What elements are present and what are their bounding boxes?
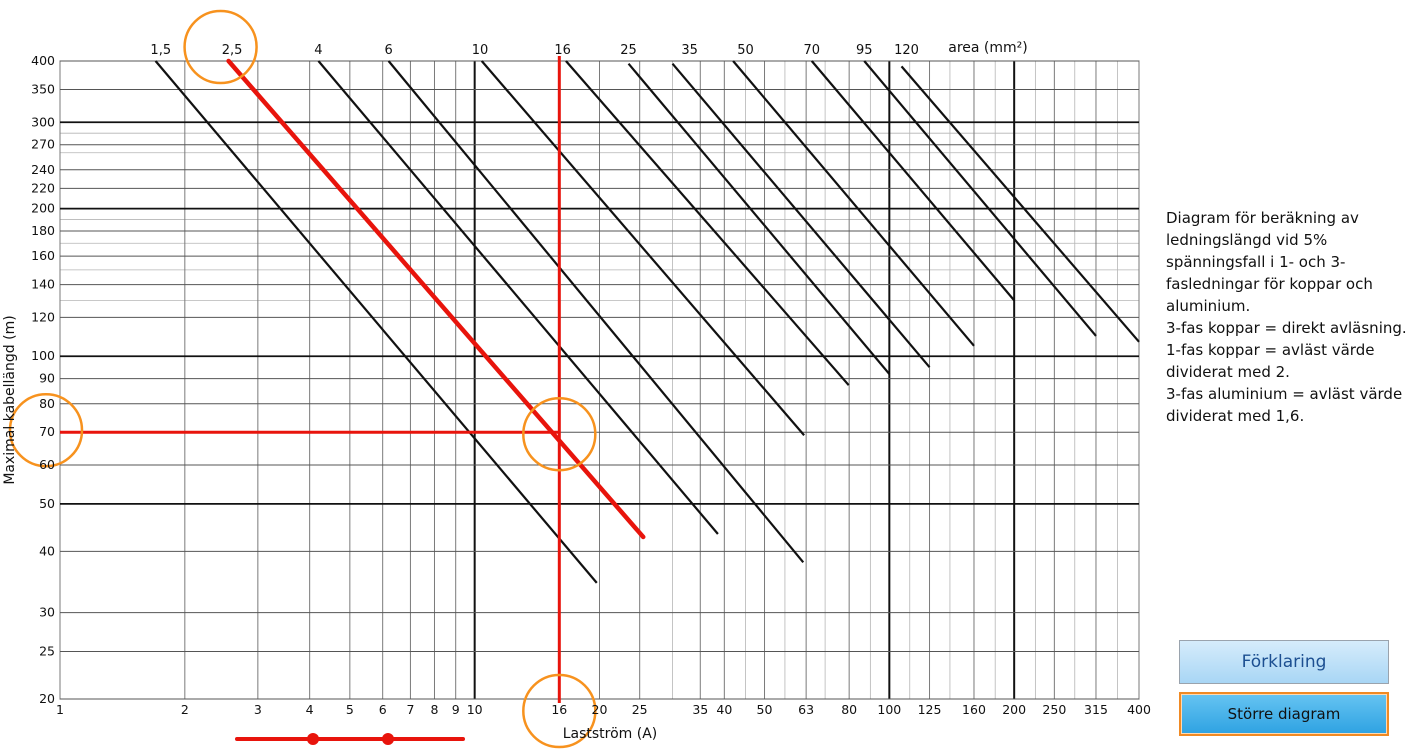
y-tick-label: 350 <box>31 81 55 96</box>
highlight-lines <box>60 56 646 703</box>
x-tick-label: 63 <box>798 702 814 717</box>
area-label: 6 <box>384 43 392 58</box>
highlight-marker-circle <box>183 9 258 85</box>
series-line <box>863 60 1097 337</box>
description-line: 3-fas aluminium = avläst värde dividerat… <box>1166 385 1403 425</box>
x-tick-label: 8 <box>431 702 439 717</box>
larger-diagram-button[interactable]: Större diagram <box>1179 692 1389 736</box>
area-label: 25 <box>620 43 637 58</box>
x-tick-label: 6 <box>379 702 387 717</box>
x-tick-label: 10 <box>467 702 483 717</box>
series-line <box>900 65 1140 343</box>
area-label: 95 <box>856 43 873 58</box>
grid-lines <box>59 60 1140 700</box>
x-tick-label: 100 <box>877 702 901 717</box>
highlight-marker-circle <box>522 673 597 749</box>
y-tick-label: 140 <box>31 277 55 292</box>
x-tick-label: 25 <box>632 702 648 717</box>
explain-button-label: Förklaring <box>1241 652 1327 672</box>
highlight-marker-circle <box>8 392 84 468</box>
series-line <box>317 60 719 535</box>
y-tick-label: 20 <box>39 691 55 706</box>
explain-button[interactable]: Förklaring <box>1179 640 1389 684</box>
series-line <box>387 60 805 564</box>
x-tick-label: 250 <box>1042 702 1066 717</box>
description-line: Diagram för beräkning av ledningslängd v… <box>1166 209 1373 315</box>
slider-handle[interactable] <box>382 733 394 745</box>
y-tick-label: 200 <box>31 201 55 216</box>
x-tick-label: 2 <box>181 702 189 717</box>
area-label: 70 <box>803 43 820 58</box>
x-tick-label: 7 <box>406 702 414 717</box>
description-line: 3-fas koppar = direkt avläsning. <box>1166 319 1407 337</box>
slider-handle[interactable] <box>307 733 319 745</box>
x-tick-label: 16 <box>551 702 567 717</box>
x-tick-label: 50 <box>757 702 773 717</box>
area-label: 16 <box>554 43 571 58</box>
series-line <box>480 60 805 436</box>
series-line <box>627 62 891 375</box>
description-line: 1-fas koppar = avläst värde dividerat me… <box>1166 341 1375 381</box>
y-tick-label: 80 <box>39 396 55 411</box>
y-tick-label: 400 <box>31 53 55 68</box>
series-line <box>732 60 975 347</box>
x-tick-label: 1 <box>56 702 64 717</box>
series-line <box>565 60 850 386</box>
x-axis-label: Lastström (A) <box>563 726 658 742</box>
x-tick-label: 80 <box>841 702 857 717</box>
y-tick-label: 220 <box>31 180 55 195</box>
x-tick-label: 125 <box>918 702 942 717</box>
y-axis-label: Maximal kabellängd (m) <box>2 315 18 484</box>
y-tick-label: 40 <box>39 543 55 558</box>
x-tick-label: 5 <box>346 702 354 717</box>
area-label: 10 <box>472 43 489 58</box>
area-unit-label: area (mm²) <box>948 40 1027 56</box>
range-slider[interactable] <box>235 733 465 745</box>
y-tick-label: 120 <box>31 309 55 324</box>
y-tick-label: 100 <box>31 348 55 363</box>
x-tick-label: 35 <box>692 702 708 717</box>
x-tick-label: 200 <box>1002 702 1026 717</box>
y-tick-label: 25 <box>39 643 55 658</box>
y-tick-label: 50 <box>39 496 55 511</box>
x-tick-label: 4 <box>306 702 314 717</box>
area-label: 50 <box>737 43 754 58</box>
x-tick-label: 315 <box>1084 702 1108 717</box>
x-tick-label: 40 <box>716 702 732 717</box>
x-tick-label: 20 <box>592 702 608 717</box>
highlight-markers <box>8 9 597 749</box>
y-tick-label: 90 <box>39 371 55 386</box>
y-tick-label: 30 <box>39 605 55 620</box>
x-tick-label: 3 <box>254 702 262 717</box>
x-tick-label: 160 <box>962 702 986 717</box>
series-line <box>671 62 931 368</box>
y-tick-label: 240 <box>31 162 55 177</box>
y-tick-label: 70 <box>39 424 55 439</box>
cable-series-lines <box>154 60 1140 584</box>
area-label: 1,5 <box>150 43 171 58</box>
y-tick-label: 160 <box>31 248 55 263</box>
y-tick-label: 180 <box>31 223 55 238</box>
area-label: 4 <box>314 43 322 58</box>
highlight-marker-circle <box>522 396 597 472</box>
larger-diagram-button-label: Större diagram <box>1227 705 1341 723</box>
x-tick-label: 9 <box>452 702 460 717</box>
area-label: 35 <box>681 43 698 58</box>
x-tick-label: 400 <box>1127 702 1151 717</box>
y-tick-label: 270 <box>31 137 55 152</box>
area-label: 120 <box>894 43 919 58</box>
series-line-highlight <box>226 58 646 540</box>
area-label: 2,5 <box>222 43 243 58</box>
series-line <box>810 60 1016 302</box>
series-line <box>154 60 598 584</box>
diagram-description: Diagram för beräkning av ledningslängd v… <box>1166 207 1411 427</box>
y-tick-label: 60 <box>39 457 55 472</box>
y-tick-label: 300 <box>31 114 55 129</box>
